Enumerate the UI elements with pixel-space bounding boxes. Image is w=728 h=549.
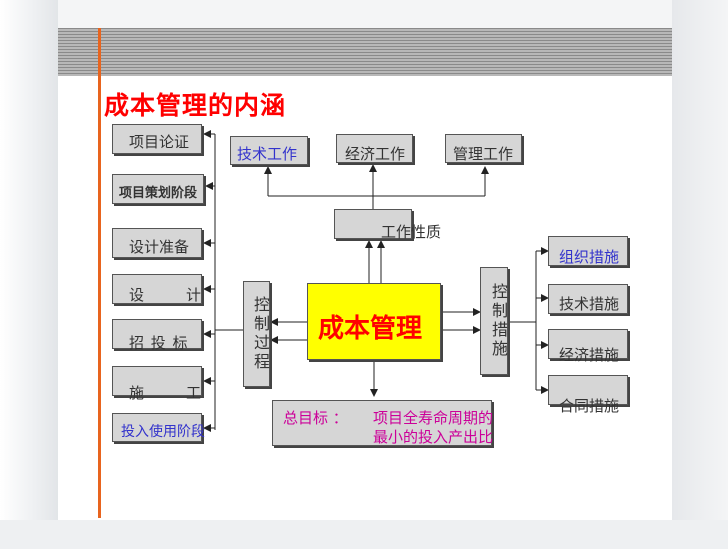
measure-contract-box: 合同措施: [548, 375, 628, 415]
accent-vertical-line: [98, 28, 101, 518]
phase-label: 设计准备: [129, 238, 190, 256]
work-type-technical-box: 技术工作: [230, 136, 308, 165]
cost-management-core-label: 成本管理: [318, 314, 423, 344]
work-type-management-box: 管理工作: [445, 134, 522, 163]
goal-text-line2: 最小的投入产出比: [373, 428, 494, 446]
phase-label: 项目论证: [129, 133, 190, 151]
work-nature-label: 工作性质: [381, 223, 442, 241]
control-process-box: 控制过程: [243, 281, 270, 387]
background-bottom: [0, 520, 728, 549]
measure-label: 技术措施: [559, 295, 620, 313]
goal-text-line1: 项目全寿命周期的: [373, 409, 494, 427]
phase-label: 项目策划阶段: [119, 186, 198, 201]
measure-technical-box: 技术措施: [548, 284, 628, 314]
phase-label: 设 计: [129, 286, 206, 304]
background-right: [672, 0, 728, 549]
control-measures-box: 控制措施: [480, 267, 508, 375]
work-type-management-label: 管理工作: [453, 145, 514, 163]
slide-title: 成本管理的内涵: [104, 91, 287, 120]
phase-project-planning-box: 项目策划阶段: [112, 174, 204, 204]
phase-bidding-box: 招 投 标: [112, 319, 202, 352]
work-type-technical-label: 技术工作: [237, 145, 298, 163]
measure-label: 组织措施: [559, 248, 620, 266]
work-nature-box: 工作性质: [334, 209, 441, 241]
phase-project-argument-box: 项目论证: [112, 124, 202, 154]
phase-label: 投入使用阶段: [121, 424, 205, 440]
work-type-economic-box: 经济工作: [336, 134, 413, 163]
phase-label: 招 投 标: [129, 334, 189, 352]
work-type-economic-label: 经济工作: [345, 145, 406, 163]
phase-construction-box: 施 工: [112, 366, 202, 402]
phase-design-box: 设 计: [112, 274, 202, 304]
overall-goal-box: 总目标 ： 项目全寿命周期的 最小的投入产出比: [272, 400, 494, 446]
phase-label: 施 工: [129, 384, 206, 402]
phase-in-use-box: 投入使用阶段: [112, 413, 205, 442]
control-process-label: 控制过程: [251, 296, 270, 372]
control-measures-label: 控制措施: [489, 283, 508, 359]
phase-design-prep-box: 设计准备: [112, 228, 202, 258]
measure-economic-box: 经济措施: [548, 329, 628, 364]
measure-label: 合同措施: [559, 397, 620, 415]
header-stripe-bar: [58, 28, 672, 76]
cost-management-core-box: 成本管理: [307, 283, 441, 360]
background-top: [0, 0, 728, 28]
goal-label: 总目标 ：: [283, 409, 348, 427]
measure-label: 经济措施: [559, 346, 620, 364]
measure-organization-box: 组织措施: [548, 236, 628, 266]
background-left: [0, 0, 58, 549]
